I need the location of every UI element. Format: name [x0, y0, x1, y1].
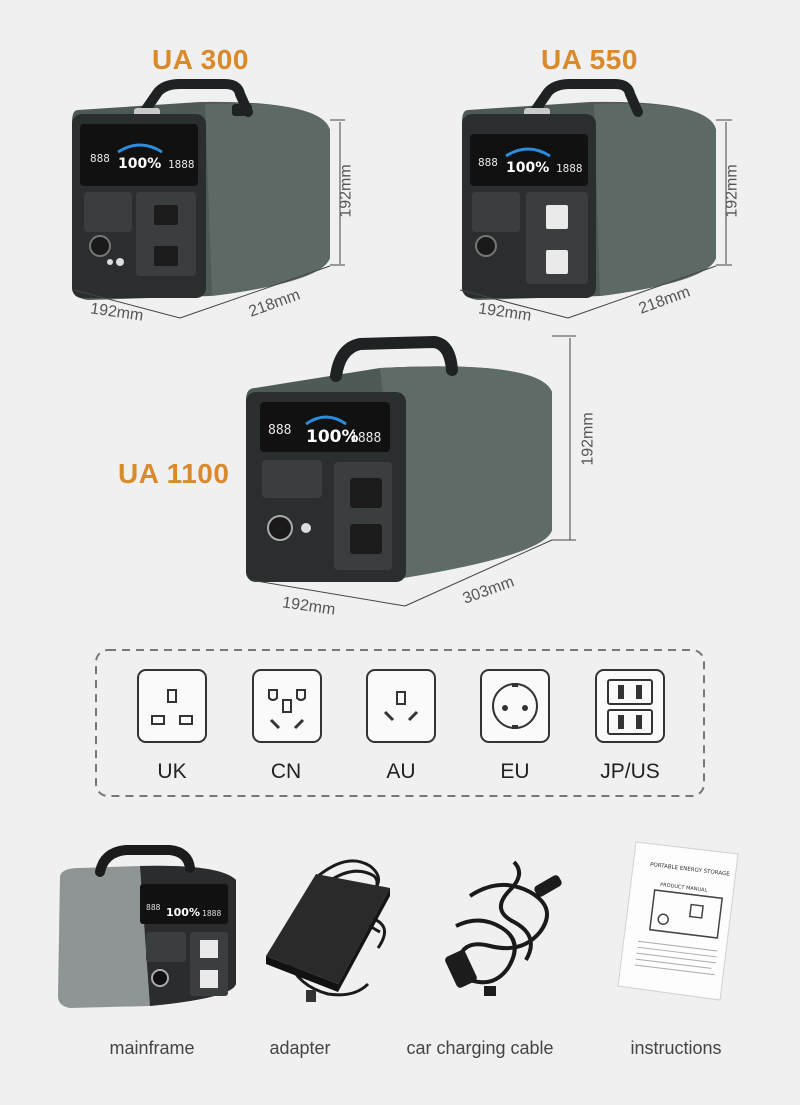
model-title-ua300: UA 300 — [152, 44, 249, 75]
svg-text:1888: 1888 — [168, 158, 195, 171]
plug-label-uk: UK — [157, 760, 187, 783]
svg-text:888: 888 — [90, 152, 110, 165]
svg-text:888: 888 — [268, 423, 291, 438]
svg-text:888: 888 — [146, 903, 161, 912]
manual-subtitle: PRODUCT MANUAL — [660, 882, 708, 894]
cn-socket-icon — [252, 669, 322, 743]
svg-text:1888: 1888 — [350, 431, 381, 446]
accessory-label-instructions: instructions — [630, 1038, 722, 1058]
plug-label-au: AU — [386, 760, 416, 783]
ua300-device-image: 888 100% 1888 — [72, 79, 345, 319]
ua550-device-image: 888 100% 1888 — [459, 79, 732, 319]
plug-label-eu: EU — [500, 760, 530, 783]
svg-text:100%: 100% — [506, 160, 549, 176]
uk-socket-icon — [137, 669, 207, 743]
svg-text:888: 888 — [478, 156, 498, 169]
manual-icon: PORTABLE ENERGY STORAGE PRODUCT MANUAL — [617, 841, 739, 1001]
car-cable-icon — [445, 860, 562, 996]
jp-us-socket-icon — [595, 669, 665, 743]
mainframe-icon: 888 100% 1888 — [58, 845, 236, 1008]
plug-types-frame — [95, 649, 705, 797]
ua1100-device-image: 888 100% 1888 — [246, 335, 576, 607]
au-socket-icon — [366, 669, 436, 743]
svg-text:1888: 1888 — [202, 909, 221, 918]
svg-text:100%: 100% — [118, 156, 161, 172]
svg-text:1888: 1888 — [556, 162, 583, 175]
model-title-ua550: UA 550 — [541, 44, 638, 75]
plug-label-cn: CN — [270, 760, 302, 783]
plug-label-jp-us: JP/US — [600, 760, 660, 783]
svg-text:100%: 100% — [166, 906, 200, 919]
accessory-label-adapter: adapter — [269, 1038, 331, 1058]
adapter-icon — [266, 859, 390, 1002]
svg-text:100%: 100% — [306, 427, 359, 447]
accessory-label-car-charging-cable: car charging cable — [406, 1038, 554, 1058]
model-title-ua1100: UA 1100 — [118, 458, 230, 489]
eu-socket-icon — [480, 669, 550, 743]
accessory-label-mainframe: mainframe — [109, 1038, 195, 1058]
